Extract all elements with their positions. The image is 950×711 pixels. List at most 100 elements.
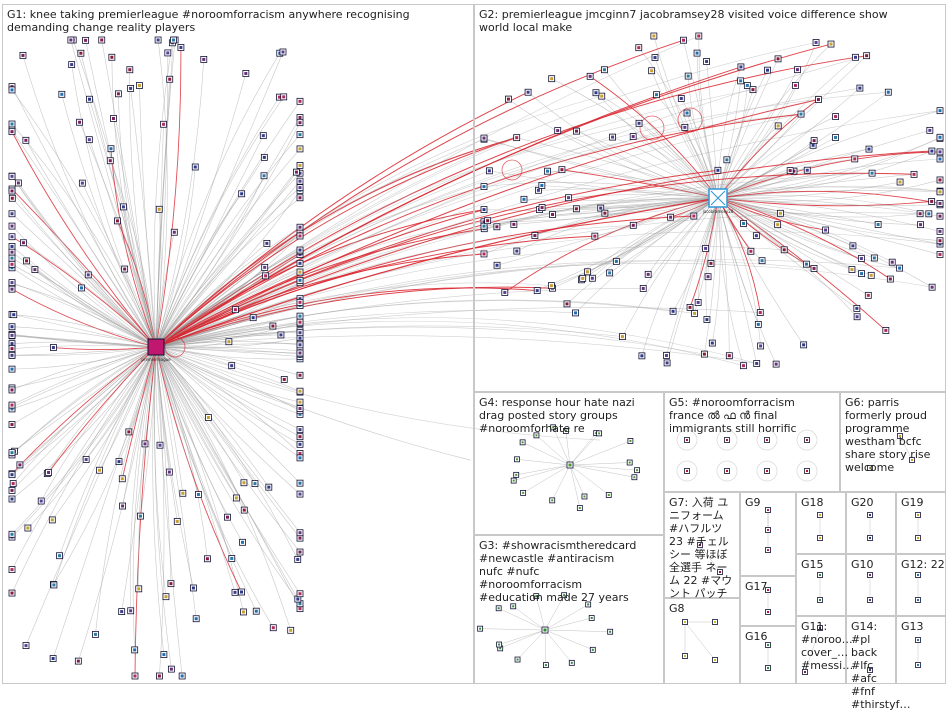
g1-node-image (262, 155, 266, 159)
g2-node-image (588, 74, 592, 78)
g2-node-image (754, 234, 758, 238)
g1-node-image (143, 442, 147, 446)
g2-node-image (640, 354, 644, 358)
g2-node-image (697, 34, 701, 38)
g1-node-image (298, 456, 302, 460)
group-g19-box (896, 492, 946, 554)
g1-node-image (109, 147, 113, 151)
g7-edge (699, 544, 721, 573)
cross-edge (155, 209, 485, 348)
g4-edge (569, 432, 597, 466)
g1-node-image (84, 458, 88, 462)
g1-node-image (298, 314, 302, 318)
g1-node-image (298, 373, 302, 377)
g2-edge (717, 197, 941, 232)
g2-node-image (549, 284, 553, 288)
g4-node-image (515, 473, 518, 476)
g2-node-image (590, 276, 594, 280)
g1-node-image (10, 325, 14, 329)
g2-edge (717, 55, 867, 199)
g1-node-image (298, 225, 302, 229)
g9-node-image (767, 529, 769, 531)
g1-node-image (296, 597, 300, 601)
g1-edge (155, 346, 301, 495)
g2-node-image (858, 86, 862, 90)
g1-node-image (137, 84, 141, 88)
g1-node-image (168, 77, 172, 81)
g1-node-image (10, 122, 14, 126)
g2-node-image (671, 309, 675, 313)
g2-node-image (742, 221, 746, 225)
g2-edge (717, 197, 744, 366)
cross-edge (155, 230, 941, 348)
g2-node-image (886, 90, 890, 94)
g2-node-image (741, 364, 745, 368)
g1-node-image (116, 92, 120, 96)
g4-edge (569, 433, 600, 466)
g2-node-image (574, 311, 578, 315)
g4-node-image (552, 426, 555, 429)
g1-node-image (262, 174, 266, 178)
g2-node-image (782, 248, 786, 252)
g1-node-image (88, 97, 92, 101)
g1-node-image (298, 389, 302, 393)
g1-edge (48, 346, 157, 473)
g1-node-image (100, 38, 104, 42)
g2-edge (651, 70, 719, 199)
g4-edge (569, 464, 581, 509)
g2-edge (689, 197, 719, 308)
g1-edge (34, 269, 157, 348)
g5-node-image (806, 439, 808, 441)
g1-edge (155, 346, 291, 631)
g3-edge (544, 629, 593, 651)
g1-edge (11, 346, 157, 456)
g1-edge (155, 317, 254, 348)
g1-edge (11, 346, 157, 535)
g1-node-image (166, 51, 170, 55)
g5-loop (676, 460, 698, 482)
g2-node-image (928, 128, 932, 132)
g3-node-image (591, 648, 594, 651)
g1-node-image (233, 590, 237, 594)
g1-node-image (298, 435, 302, 439)
g1-edge (11, 346, 157, 453)
g2-node-image (641, 286, 645, 290)
group-g6-box (840, 392, 946, 492)
g1-edge (11, 346, 157, 370)
g2-node-image (696, 300, 700, 304)
g1-node-image (10, 488, 14, 492)
g1-edge (129, 346, 157, 611)
g2-node-image (482, 220, 486, 224)
g1-edge (11, 131, 157, 348)
cross-edge (155, 286, 553, 348)
cross-edge (155, 261, 617, 348)
g1-node-image (298, 171, 302, 175)
g1-node-image (10, 367, 14, 371)
g2-node-image (686, 74, 690, 78)
g2-node-image (876, 223, 880, 227)
g2-node-image (620, 335, 624, 339)
g2-edge (717, 116, 836, 199)
g2-node-image (556, 129, 560, 133)
g1-node-image (253, 482, 257, 486)
cross-edge (155, 95, 602, 348)
g2-node-image (776, 57, 780, 61)
group-g3-label: G3: #showracismtheredcard #newcastle #an… (479, 539, 637, 604)
g2-node-image (695, 51, 699, 55)
g1-edge (99, 346, 157, 471)
cross-edge (155, 169, 563, 348)
group-g19-label: G19 (901, 496, 924, 509)
g1-edge (155, 53, 281, 348)
g1-node-image (230, 556, 234, 560)
g2-edge (595, 92, 719, 199)
g1-edge (155, 173, 301, 348)
group-g9-label: G9 (745, 496, 761, 509)
g1-node-image (298, 248, 302, 252)
g1-node-image (78, 120, 82, 124)
cross-edge (155, 300, 674, 348)
g3-node-image (609, 630, 612, 633)
g5-loop (796, 429, 818, 451)
g4-edge (523, 464, 571, 494)
g2-node-image (540, 206, 544, 210)
g2-edge (717, 137, 941, 199)
